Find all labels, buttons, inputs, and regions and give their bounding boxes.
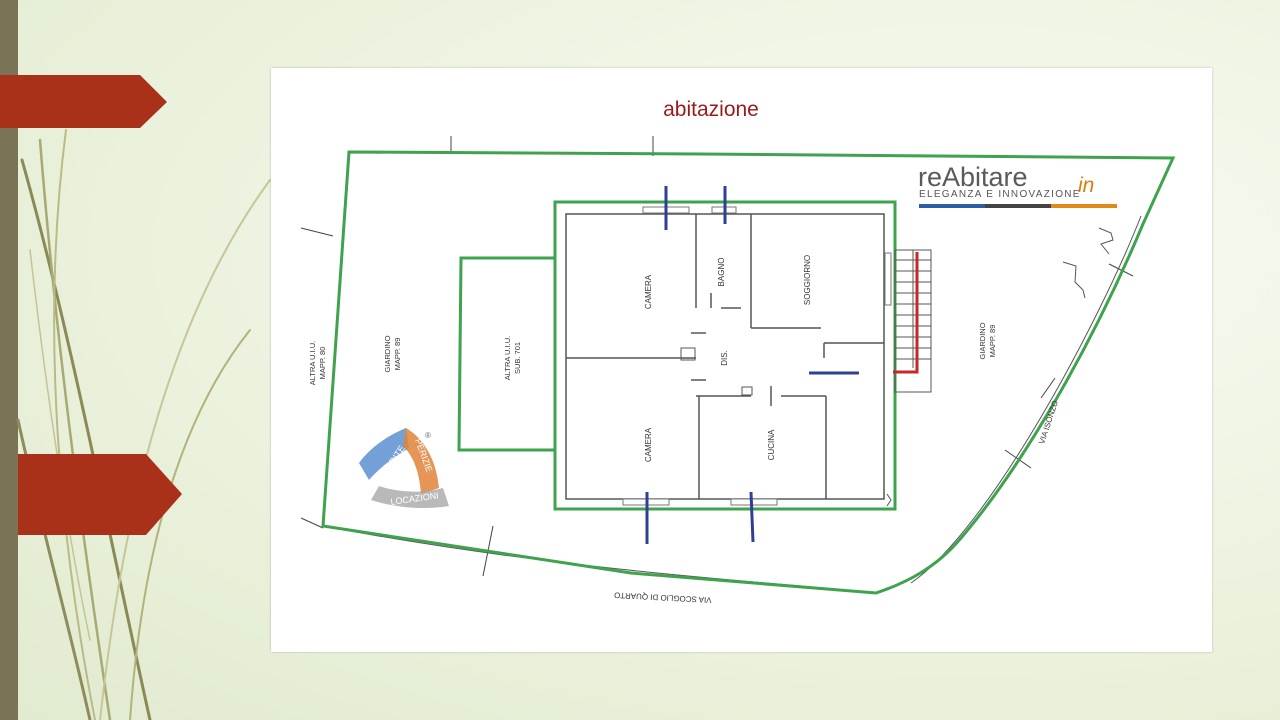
reabitare-logo: reAbitare in ELEGANZA E INNOVAZIONE	[918, 162, 1117, 208]
parcel-label-sub-1: ALTRA U.I.U.	[503, 336, 512, 380]
logo-brand: reAbitare	[918, 162, 1028, 192]
room-label-dis: DIS.	[720, 350, 729, 366]
page-title: abitazione	[663, 98, 759, 121]
parcel-label-altra-2: MAPP. 80	[318, 347, 327, 380]
fixtures	[680, 347, 892, 507]
red-marker	[893, 252, 919, 374]
decorative-arrow-top	[0, 75, 167, 128]
room-label-camera-top: CAMERA	[644, 274, 653, 309]
floor-plan-drawing: abitazione	[300, 98, 1176, 605]
decorative-arrow-bottom	[18, 454, 182, 535]
logo-tagline: ELEGANZA E INNOVAZIONE	[919, 189, 1081, 200]
street-lines	[322, 215, 1142, 594]
room-label-camera-bottom: CAMERA	[644, 427, 653, 462]
windows	[622, 206, 892, 506]
parcel-label-sub-2: SUB. 701	[513, 342, 522, 374]
parcel-label-giardino-left-2: MAPP. 89	[393, 338, 402, 371]
logo-suffix: in	[1078, 174, 1094, 197]
street-label-via-scoglio: VIA SCOGLIO DI QUARTO	[614, 590, 712, 604]
left-accent-bar	[0, 0, 18, 720]
watermark-logo: VENDITE PERIZIE LOCAZIONI ®	[359, 428, 449, 508]
interior-walls	[565, 213, 885, 500]
floor-plan-image: abitazione	[271, 68, 1212, 652]
parcel-label-giardino-left-1: GIARDINO	[383, 335, 392, 372]
street-label-via-isonzo: VIA ISONZO	[1037, 399, 1060, 445]
sub-701-boundary	[457, 256, 555, 452]
parcel-label-altra-1: ALTRA U.I.U.	[308, 341, 317, 385]
parcel-label-giardino-right-1: GIARDINO	[978, 322, 987, 359]
blue-markers	[645, 186, 859, 544]
property-boundary	[321, 150, 1176, 595]
watermark-mark: ®	[425, 431, 431, 440]
room-label-bagno: BAGNO	[717, 258, 726, 287]
staircase	[894, 249, 932, 393]
parcel-label-giardino-right-2: MAPP. 89	[988, 325, 997, 358]
room-label-cucina: CUCINA	[767, 429, 776, 460]
room-label-soggiorno: SOGGIORNO	[803, 255, 812, 305]
